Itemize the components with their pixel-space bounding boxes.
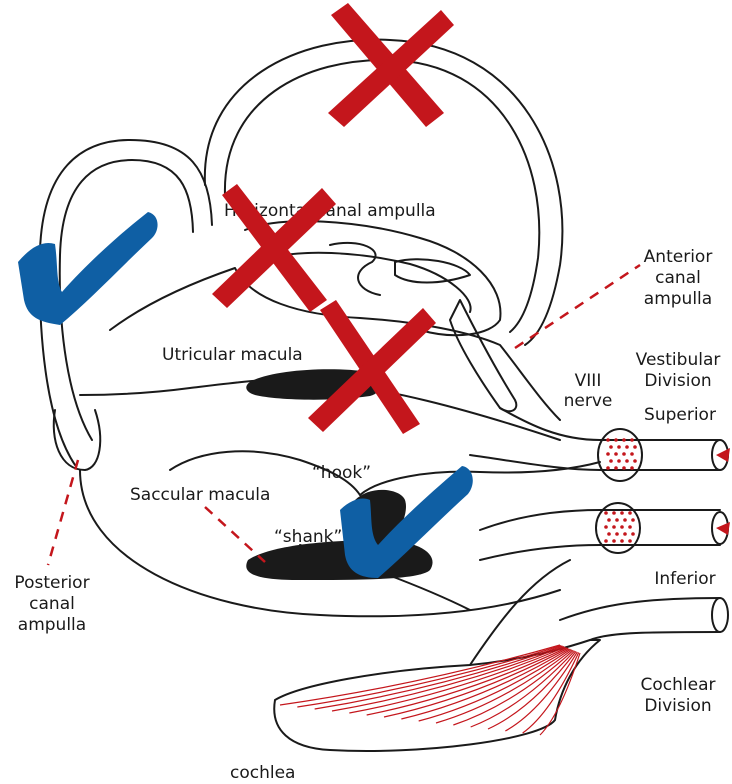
ganglion-dot — [607, 532, 611, 536]
ganglion-dot — [606, 452, 610, 456]
label-saccular-macula: Saccular macula — [130, 485, 270, 505]
cochlea-fiber — [384, 648, 568, 717]
label-posterior-3: ampulla — [18, 615, 86, 635]
ganglion-dot — [630, 452, 634, 456]
ganglion-dot — [622, 452, 626, 456]
labels: Horizontal canal ampulla Anterior canal … — [14, 201, 720, 783]
ganglion-dot — [606, 466, 610, 470]
label-anterior-1: Anterior — [644, 247, 713, 267]
ganglion-dot — [620, 525, 624, 529]
ganglion-dot — [617, 445, 621, 449]
ganglion-dot — [615, 532, 619, 536]
label-cochlear-2: Division — [644, 696, 711, 716]
ganglion-dot — [614, 438, 618, 442]
label-hook: “hook” — [312, 463, 371, 483]
cochlear-nerve-lower — [590, 632, 720, 640]
label-utricular-macula: Utricular macula — [162, 345, 303, 365]
ganglion-dot — [622, 438, 626, 442]
ganglion-dot — [612, 511, 616, 515]
ganglion-dot — [604, 539, 608, 543]
ganglion-dot — [609, 445, 613, 449]
cross-icon — [308, 300, 436, 434]
ganglion-dot — [604, 525, 608, 529]
ganglion-dot — [628, 539, 632, 543]
ganglion-dot — [623, 532, 627, 536]
fold-1 — [330, 243, 380, 295]
ganglion-dot — [623, 518, 627, 522]
ganglion-dot — [625, 445, 629, 449]
label-posterior-2: canal — [29, 594, 75, 614]
label-vestibular-1: Vestibular — [636, 350, 721, 370]
cochlea-fiber — [349, 647, 565, 713]
ganglion-dot — [612, 539, 616, 543]
ganglion-dot — [606, 438, 610, 442]
label-superior: Superior — [644, 405, 716, 425]
cochlear-nerve-upper — [560, 598, 720, 620]
anterior-ampulla-outline — [450, 300, 516, 411]
ganglion-dot — [631, 532, 635, 536]
ganglion-dot — [607, 518, 611, 522]
nerve-branches — [470, 408, 730, 640]
ganglion-dot — [620, 511, 624, 515]
label-cochlear-1: Cochlear — [641, 675, 716, 695]
inferior-nerve-lower — [480, 545, 720, 560]
ganglion-dot — [633, 445, 637, 449]
label-viii-2: nerve — [564, 391, 613, 411]
cross-icon — [328, 3, 454, 127]
cochlea-fibers — [280, 645, 580, 735]
label-vestibular-2: Division — [644, 371, 711, 391]
label-shank: “shank” — [274, 527, 342, 547]
ganglion-dot — [630, 466, 634, 470]
cochlea-fiber — [280, 645, 560, 705]
label-inferior: Inferior — [654, 569, 715, 589]
ganglion-dot — [620, 539, 624, 543]
label-viii-1: VIII — [575, 371, 602, 391]
cochlear-nerve-end — [712, 598, 728, 632]
ganglion-dot — [614, 466, 618, 470]
ganglion-dot — [625, 459, 629, 463]
hook-outline — [360, 462, 600, 495]
label-anterior-2: canal — [655, 268, 701, 288]
ganglion-dot — [617, 459, 621, 463]
anterior-canal-inner — [225, 60, 539, 332]
ganglion-dot — [615, 518, 619, 522]
ganglion-dot — [612, 525, 616, 529]
ganglion-dot — [628, 525, 632, 529]
label-cochlea: cochlea — [230, 763, 295, 783]
superior-arrow — [716, 448, 730, 462]
ganglion-dot — [614, 452, 618, 456]
ganglion-dot — [631, 518, 635, 522]
ganglion-dot — [609, 459, 613, 463]
ganglion-dot — [622, 466, 626, 470]
cochlea-fiber — [401, 649, 569, 719]
ganglion-dot — [604, 511, 608, 515]
check-icon — [18, 212, 158, 325]
superior-ganglion — [598, 429, 642, 481]
leader-posterior-ampulla — [48, 460, 78, 565]
ganglion-dots — [604, 438, 637, 543]
label-anterior-3: ampulla — [644, 289, 712, 309]
ganglion-dot — [630, 438, 634, 442]
ganglion-dot — [628, 511, 632, 515]
label-posterior-1: Posterior — [14, 573, 89, 593]
cochlea-fiber — [297, 646, 561, 707]
leader-saccular-macula — [205, 507, 265, 562]
inferior-arrow — [716, 522, 730, 535]
ganglion-dot — [633, 459, 637, 463]
